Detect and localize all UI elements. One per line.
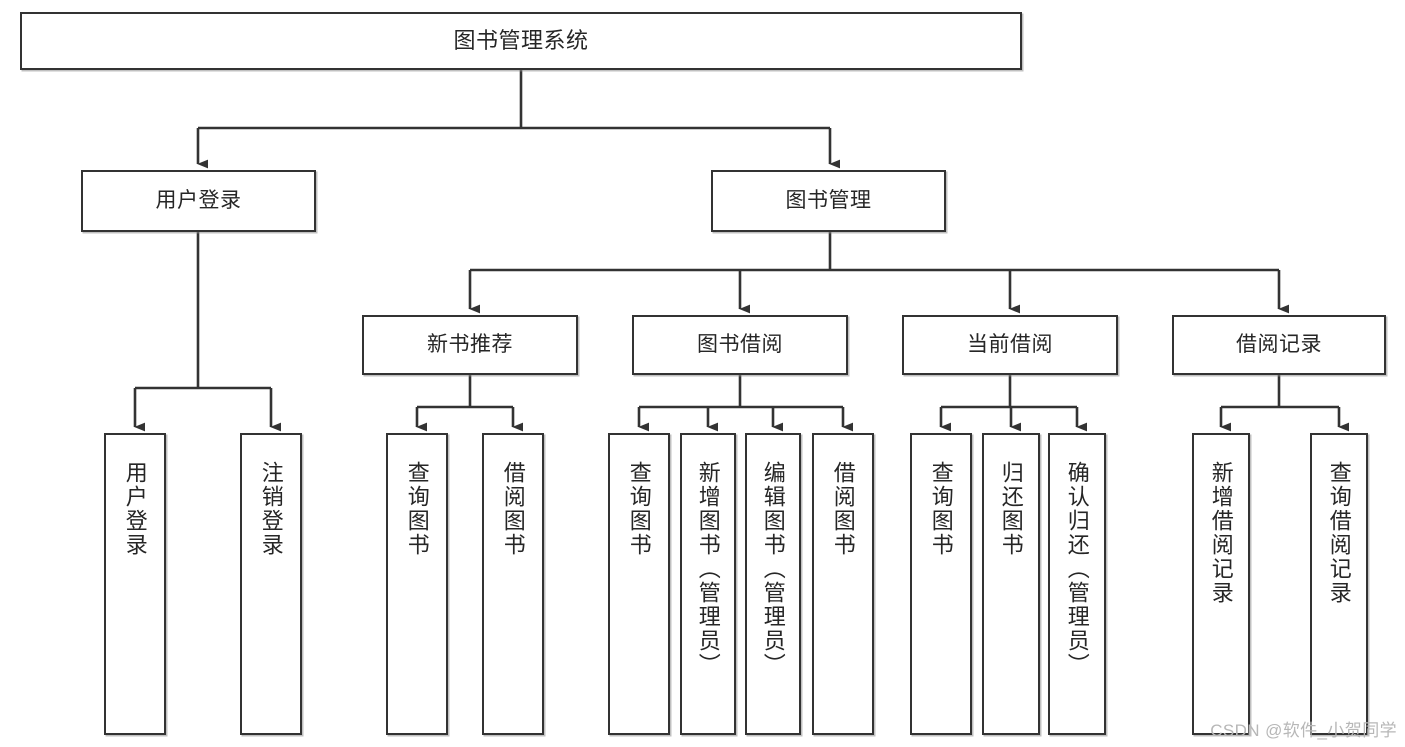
node-new-book-recommendation[interactable]: 新书推荐 — [362, 315, 578, 375]
node-label: 注销登录 — [258, 461, 284, 557]
node-leaf-logout[interactable]: 注销登录 — [240, 433, 302, 735]
node-leaf-edit-book-admin[interactable]: 编辑图书（管理员） — [745, 433, 801, 735]
node-label: 借阅记录 — [1236, 332, 1322, 356]
node-leaf-user-login[interactable]: 用户登录 — [104, 433, 166, 735]
node-label: 当前借阅 — [967, 332, 1053, 356]
node-user-login[interactable]: 用户登录 — [81, 170, 316, 232]
node-label: 确认归还（管理员） — [1064, 461, 1090, 677]
node-label: 借阅图书 — [500, 461, 526, 557]
node-label: 查询图书 — [626, 461, 652, 557]
node-leaf-add-borrow-record[interactable]: 新增借阅记录 — [1192, 433, 1250, 735]
node-leaf-borrow-book-recommend[interactable]: 借阅图书 — [482, 433, 544, 735]
node-label: 图书管理系统 — [453, 28, 589, 54]
node-leaf-confirm-return-admin[interactable]: 确认归还（管理员） — [1048, 433, 1106, 735]
node-leaf-query-borrow-record[interactable]: 查询借阅记录 — [1310, 433, 1368, 735]
node-label: 查询图书 — [928, 461, 954, 557]
node-current-borrowing[interactable]: 当前借阅 — [902, 315, 1118, 375]
node-leaf-borrow-book-borrowing[interactable]: 借阅图书 — [812, 433, 874, 735]
node-borrowing-record[interactable]: 借阅记录 — [1172, 315, 1386, 375]
node-leaf-query-book-borrowing[interactable]: 查询图书 — [608, 433, 670, 735]
node-root-book-management-system[interactable]: 图书管理系统 — [20, 12, 1022, 70]
node-label: 新增借阅记录 — [1208, 461, 1234, 605]
node-label: 新书推荐 — [427, 332, 513, 356]
node-label: 查询借阅记录 — [1326, 461, 1352, 605]
node-label: 归还图书 — [998, 461, 1024, 557]
node-label: 编辑图书（管理员） — [760, 461, 786, 677]
node-book-borrowing[interactable]: 图书借阅 — [632, 315, 848, 375]
node-leaf-query-book-recommend[interactable]: 查询图书 — [386, 433, 448, 735]
node-leaf-return-book[interactable]: 归还图书 — [982, 433, 1040, 735]
node-label: 查询图书 — [404, 461, 430, 557]
node-label: 借阅图书 — [830, 461, 856, 557]
node-label: 图书借阅 — [697, 332, 783, 356]
node-label: 新增图书（管理员） — [695, 461, 721, 677]
node-book-management[interactable]: 图书管理 — [711, 170, 946, 232]
node-leaf-query-book-current[interactable]: 查询图书 — [910, 433, 972, 735]
node-leaf-add-book-admin[interactable]: 新增图书（管理员） — [680, 433, 736, 735]
node-label: 用户登录 — [122, 461, 148, 557]
node-label: 用户登录 — [155, 188, 242, 212]
node-label: 图书管理 — [785, 188, 872, 212]
watermark: CSDN @软件_小贺同学 — [1210, 721, 1397, 740]
